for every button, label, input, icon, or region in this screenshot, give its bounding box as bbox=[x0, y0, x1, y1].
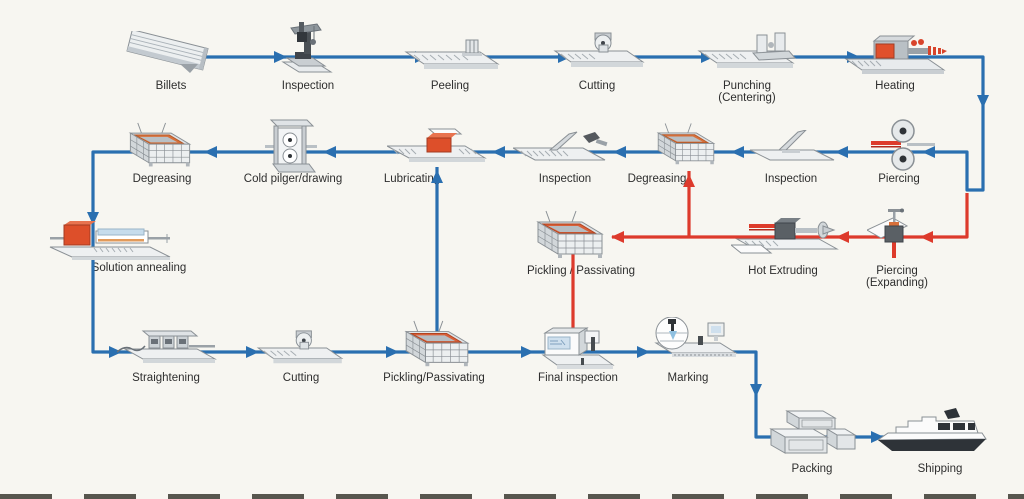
flow-arrowhead bbox=[246, 346, 259, 358]
peeling-label: Peeling bbox=[430, 80, 470, 92]
flow-arrowhead bbox=[920, 231, 933, 243]
punching-machine-icon bbox=[697, 31, 797, 73]
flow-arrowhead bbox=[274, 51, 287, 63]
piercing-expanding-machine-icon bbox=[867, 208, 921, 268]
inspection-1-machine-icon bbox=[277, 18, 335, 76]
piercing-label: Piercing bbox=[878, 173, 920, 185]
flow-arrowhead bbox=[835, 146, 848, 158]
solution-annealing-machine-icon bbox=[48, 217, 174, 263]
hot-extruding-machine-icon bbox=[731, 211, 847, 259]
shipping-machine-icon bbox=[878, 407, 994, 457]
flow-arrowhead bbox=[871, 431, 884, 443]
flow-arrowhead bbox=[492, 146, 505, 158]
piercing-expanding-label-line2: (Expanding) bbox=[865, 277, 929, 290]
inspection-2-label: Inspection bbox=[764, 173, 818, 185]
cutting-2-machine-icon bbox=[254, 329, 346, 367]
flow-arrowhead bbox=[836, 231, 849, 243]
pickling-passivating-2-machine-icon bbox=[400, 320, 474, 372]
flow-arrowhead bbox=[637, 346, 650, 358]
degreasing-1-label: Degreasing bbox=[627, 173, 687, 185]
pickling-passivating-1-machine-icon bbox=[532, 210, 608, 264]
hot-extruding-label: Hot Extruding bbox=[748, 265, 818, 277]
peeling-machine-icon bbox=[404, 38, 500, 72]
lubricating-machine-icon bbox=[387, 128, 487, 166]
flow-arrowhead bbox=[683, 174, 695, 187]
degreasing-1-machine-icon bbox=[653, 121, 719, 171]
inspection-3-label: Inspection bbox=[538, 173, 592, 185]
punching-label-line2: (Centering) bbox=[718, 92, 776, 105]
degreasing-2-label: Degreasing bbox=[132, 173, 192, 185]
flow-arrowhead bbox=[87, 212, 99, 225]
flow-arrowhead bbox=[323, 146, 336, 158]
heating-label: Heating bbox=[875, 80, 915, 92]
straightening-machine-icon bbox=[117, 325, 217, 367]
cold-pilger-machine-icon bbox=[265, 116, 317, 176]
flow-arrowhead bbox=[731, 146, 744, 158]
flow-arrowhead bbox=[922, 146, 935, 158]
inspection-2-machine-icon bbox=[748, 130, 836, 164]
flow-arrowhead bbox=[611, 231, 624, 243]
packing-label: Packing bbox=[791, 463, 833, 475]
cold-pilger-label: Cold pilger/drawing bbox=[243, 173, 343, 185]
flow-arrowhead bbox=[109, 346, 122, 358]
straightening-label: Straightening bbox=[132, 372, 200, 384]
punching-label: Punching(Centering) bbox=[718, 80, 776, 105]
billets-label: Billets bbox=[155, 80, 187, 92]
pickling-passivating-1-label: Pickling / Passivating bbox=[526, 265, 636, 277]
marking-label: Marking bbox=[667, 372, 709, 384]
inspection-3-machine-icon bbox=[513, 130, 613, 166]
piercing-expanding-label: Piercing(Expanding) bbox=[865, 265, 929, 290]
shipping-label: Shipping bbox=[917, 463, 963, 475]
degreasing-2-machine-icon bbox=[121, 122, 199, 172]
pickling-passivating-2-label: Pickling/Passivating bbox=[383, 372, 485, 384]
cutting-2-label: Cutting bbox=[282, 372, 320, 384]
final-inspection-label: Final inspection bbox=[538, 372, 618, 384]
flow-arrowhead bbox=[386, 346, 399, 358]
packing-machine-icon bbox=[765, 403, 859, 459]
heating-machine-icon bbox=[844, 33, 948, 77]
flow-arrowhead bbox=[750, 384, 762, 397]
final-inspection-machine-icon bbox=[537, 323, 617, 371]
marking-machine-icon bbox=[642, 317, 742, 371]
flow-arrowhead bbox=[521, 346, 534, 358]
flow-arrowhead bbox=[613, 146, 626, 158]
cutting-1-label: Cutting bbox=[578, 80, 616, 92]
inspection-1-label: Inspection bbox=[281, 80, 335, 92]
flow-arrowhead bbox=[204, 146, 217, 158]
cutting-1-machine-icon bbox=[553, 31, 645, 71]
flow-edge-hot-route-red bbox=[612, 193, 969, 239]
solution-annealing-label: Solution annealing bbox=[91, 262, 187, 274]
piercing-machine-icon bbox=[871, 116, 935, 174]
flow-arrowhead bbox=[977, 95, 989, 108]
flow-arrowhead bbox=[431, 170, 443, 183]
lubricating-label: Lubricating bbox=[383, 173, 441, 185]
billets-machine-icon bbox=[124, 31, 212, 75]
scan-edge-artifact bbox=[0, 494, 1024, 499]
